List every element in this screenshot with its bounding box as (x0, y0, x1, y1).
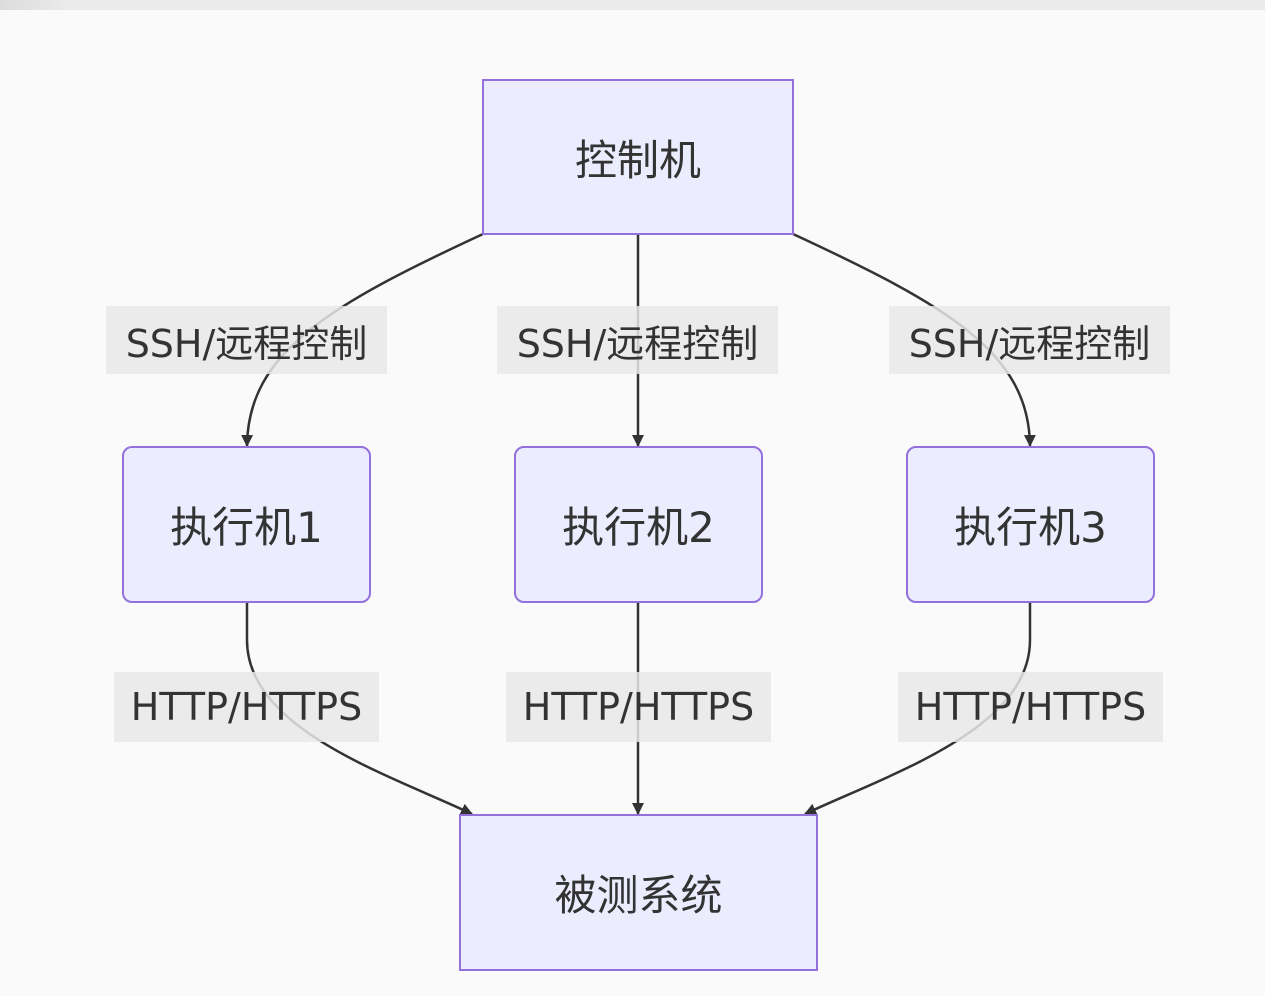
edge-label-http-3: HTTP/HTTPS (898, 672, 1163, 742)
node-executor-3-label: 执行机3 (954, 503, 1107, 552)
node-executor-3: 执行机3 (906, 446, 1155, 603)
node-executor-2: 执行机2 (514, 446, 763, 603)
edge-label-http-1: HTTP/HTTPS (114, 672, 379, 742)
node-executor-1: 执行机1 (122, 446, 371, 603)
edge-label-ssh-1: SSH/远程控制 (106, 306, 387, 374)
edge-label-ssh-2: SSH/远程控制 (497, 306, 778, 374)
node-controller: 控制机 (482, 79, 794, 235)
node-target-system-label: 被测系统 (554, 871, 723, 920)
node-target-system: 被测系统 (459, 814, 818, 971)
node-controller-label: 控制机 (574, 135, 701, 185)
top-bar-shade (0, 0, 70, 10)
node-executor-1-label: 执行机1 (170, 503, 323, 552)
edge-label-http-2: HTTP/HTTPS (506, 672, 771, 742)
top-bar (0, 0, 1265, 10)
node-executor-2-label: 执行机2 (562, 503, 715, 552)
edge-label-ssh-3: SSH/远程控制 (889, 306, 1170, 374)
